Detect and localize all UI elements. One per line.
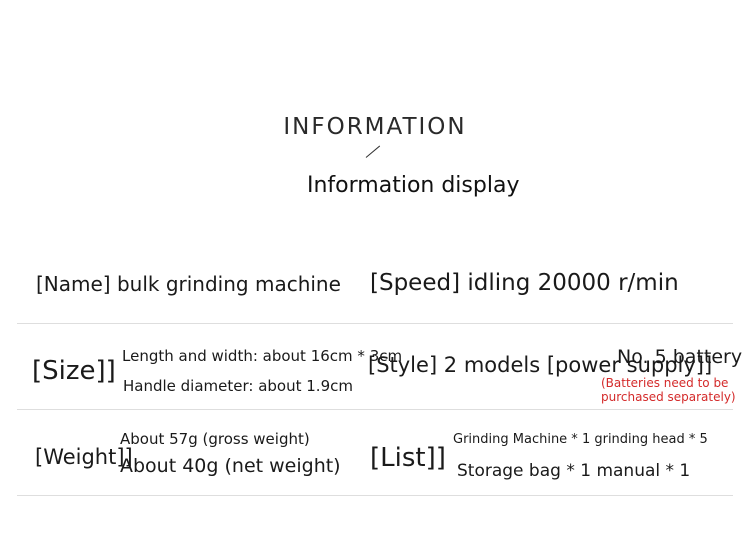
spec-name: [Name] bulk grinding machine xyxy=(36,272,341,296)
battery-note-line2: purchased separately) xyxy=(601,390,736,404)
section-heading: INFORMATION xyxy=(283,114,467,140)
spec-list-accessories: Storage bag * 1 manual * 1 xyxy=(457,461,691,481)
row-divider xyxy=(17,495,733,496)
decorative-slash xyxy=(365,145,381,158)
section-subheading: Information display xyxy=(307,173,520,198)
spec-battery: No. 5 battery xyxy=(617,346,743,368)
row-divider xyxy=(17,409,733,410)
spec-weight-label: [Weight]] xyxy=(35,445,133,469)
spec-speed: [Speed] idling 20000 r/min xyxy=(370,270,679,296)
battery-note-line1: (Batteries need to be xyxy=(601,376,729,390)
spec-list-label: [List]] xyxy=(370,443,446,473)
row-divider xyxy=(17,323,733,324)
spec-size-dimensions: Length and width: about 16cm * 3cm xyxy=(122,347,403,365)
spec-weight-gross: About 57g (gross weight) xyxy=(120,430,310,448)
spec-style: [Style] 2 models [power supply]] xyxy=(368,353,713,377)
spec-size-label: [Size]] xyxy=(32,356,116,386)
spec-weight-net: About 40g (net weight) xyxy=(120,455,341,477)
spec-size-handle: Handle diameter: about 1.9cm xyxy=(123,377,353,395)
spec-list-contents: Grinding Machine * 1 grinding head * 5 xyxy=(453,432,708,447)
